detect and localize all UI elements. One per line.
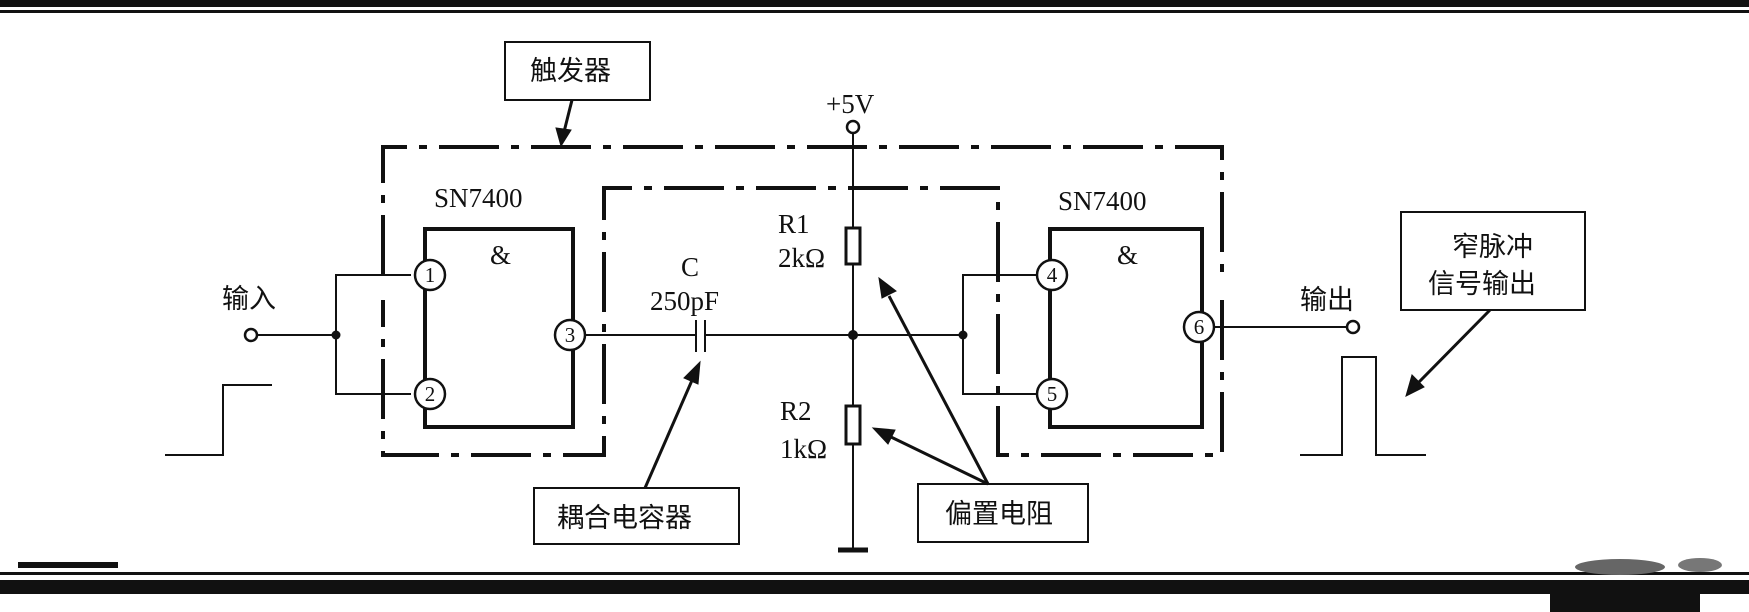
and-left-symbol: & bbox=[490, 240, 511, 270]
input-step-waveform bbox=[165, 384, 272, 456]
bias-resistor-label-box bbox=[917, 483, 1089, 543]
trigger-label: 触发器 bbox=[530, 56, 611, 87]
output-terminal bbox=[1345, 319, 1361, 335]
ic-right-label: SN7400 bbox=[1058, 186, 1147, 216]
junction-center bbox=[848, 330, 858, 340]
cap-value: 250pF bbox=[650, 286, 719, 316]
r2-value: 1kΩ bbox=[780, 434, 827, 464]
output-pulse-waveform bbox=[1300, 356, 1426, 456]
coupling-cap-label: 耦合电容器 bbox=[557, 503, 692, 534]
bias-arrow-r1-head bbox=[878, 276, 897, 299]
ic-left-label: SN7400 bbox=[434, 183, 523, 213]
and-right-symbol: & bbox=[1117, 240, 1138, 270]
bias-arrow-r2 bbox=[890, 435, 989, 486]
coupling-cap-label-box bbox=[533, 487, 740, 545]
junction-input bbox=[331, 330, 341, 340]
r2-resistor bbox=[844, 404, 862, 446]
pin-5-circle bbox=[1035, 377, 1069, 411]
pulse-label-box bbox=[1400, 211, 1586, 311]
pin-4-label: 4 bbox=[1047, 263, 1058, 287]
junction-gate2 bbox=[958, 330, 968, 340]
pin-4-circle bbox=[1035, 258, 1069, 292]
supply-label: +5V bbox=[826, 89, 875, 119]
bottom-right-smudge-2 bbox=[1678, 558, 1722, 572]
r1-name: R1 bbox=[778, 209, 810, 239]
r2-name: R2 bbox=[780, 396, 812, 426]
trigger-arrow-head bbox=[555, 127, 572, 148]
input-label: 输入 bbox=[222, 284, 276, 315]
coupling-cap-arrow-head bbox=[683, 360, 701, 385]
coupling-cap-arrow bbox=[643, 377, 695, 489]
bias-resistor-label: 偏置电阻 bbox=[945, 499, 1053, 530]
r1-value: 2kΩ bbox=[778, 243, 825, 273]
pin-3-label: 3 bbox=[565, 323, 576, 347]
pin-3-circle bbox=[553, 318, 587, 352]
bottom-border-bar bbox=[0, 580, 1749, 594]
bottom-border-thin bbox=[0, 572, 1749, 575]
trigger-boundary bbox=[381, 145, 1224, 457]
pin-1-label: 1 bbox=[425, 263, 436, 287]
input-terminal bbox=[243, 327, 259, 343]
supply-terminal bbox=[845, 119, 861, 135]
bottom-right-mark bbox=[1550, 594, 1700, 612]
pulse-arrow-head bbox=[1405, 374, 1425, 397]
bottom-left-mark bbox=[18, 562, 118, 568]
pin-1-circle bbox=[413, 258, 447, 292]
pin-2-label: 2 bbox=[425, 382, 436, 406]
trigger-label-box bbox=[504, 41, 651, 101]
pin-5-label: 5 bbox=[1047, 382, 1058, 406]
input-split-wire bbox=[335, 274, 411, 395]
pulse-arrow bbox=[1417, 308, 1492, 384]
pulse-label-line1: 窄脉冲 bbox=[1452, 232, 1533, 263]
top-border-thin bbox=[0, 10, 1749, 13]
bias-arrow-r2-head bbox=[871, 427, 896, 445]
r1-resistor bbox=[844, 226, 862, 266]
output-label: 输出 bbox=[1300, 285, 1354, 316]
cap-name: C bbox=[681, 252, 699, 282]
top-border-bar bbox=[0, 0, 1749, 7]
pin-6-circle bbox=[1182, 310, 1216, 344]
bias-arrow-r1 bbox=[887, 295, 990, 485]
pin-6-label: 6 bbox=[1194, 315, 1205, 339]
trigger-arrow bbox=[562, 99, 574, 133]
pulse-label-line2: 信号输出 bbox=[1428, 269, 1536, 300]
bottom-right-smudge bbox=[1575, 559, 1665, 575]
pin-2-circle bbox=[413, 377, 447, 411]
